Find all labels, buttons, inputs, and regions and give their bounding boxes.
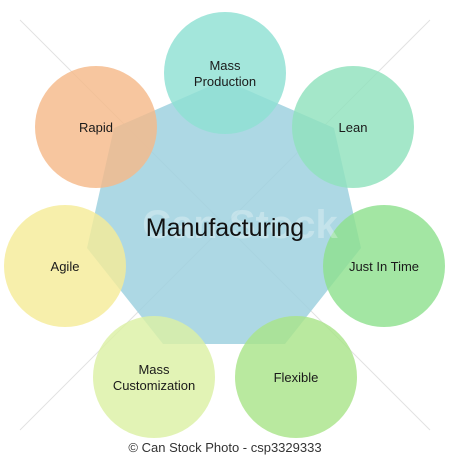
node-agile: Agile: [4, 205, 126, 327]
node-circle-rapid: [35, 66, 157, 188]
node-circle-just-in-time: [323, 205, 445, 327]
center-label: Manufacturing: [146, 214, 304, 242]
node-just-in-time: Just In Time: [323, 205, 445, 327]
node-circle-mass-production: [164, 12, 286, 134]
node-rapid: Rapid: [35, 66, 157, 188]
copyright-footer: © Can Stock Photo - csp3329333: [128, 440, 322, 455]
node-lean: Lean: [292, 66, 414, 188]
center-heptagon: [87, 80, 361, 344]
node-label-just-in-time: Just In Time: [349, 259, 419, 274]
node-circle-agile: [4, 205, 126, 327]
node-circle-lean: [292, 66, 414, 188]
node-label-mass-customization-line-1: Mass: [138, 362, 170, 377]
node-label-mass-production-line-1: Mass: [209, 58, 241, 73]
node-circle-flexible: [235, 316, 357, 438]
node-label-mass-production-line-2: Production: [194, 74, 256, 89]
node-label-rapid: Rapid: [79, 120, 113, 135]
node-label-agile: Agile: [51, 259, 80, 274]
node-label-flexible: Flexible: [274, 370, 319, 385]
node-circle-mass-customization: [93, 316, 215, 438]
node-label-lean: Lean: [339, 120, 368, 135]
node-flexible: Flexible: [235, 316, 357, 438]
node-label-mass-customization-line-2: Customization: [113, 378, 195, 393]
watermark-text: Can Stock: [142, 203, 338, 247]
